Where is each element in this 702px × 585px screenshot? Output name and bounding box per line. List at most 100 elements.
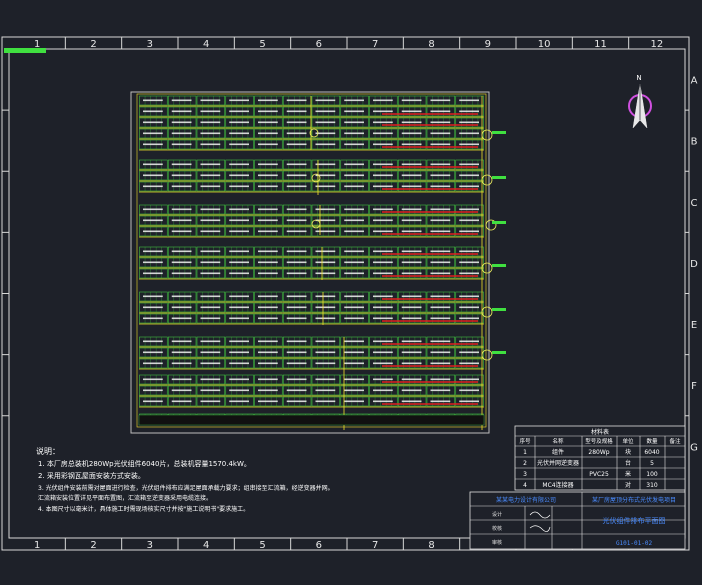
combiner-box-symbol bbox=[309, 128, 319, 138]
roof-outline bbox=[130, 91, 490, 434]
column-label-top: 6 bbox=[316, 39, 322, 50]
note-3b: 汇流箱安装位置详见平面布置图，汇流箱至逆变器采用电缆连接。 bbox=[38, 494, 212, 502]
material-table-cell: 4 bbox=[523, 482, 527, 489]
column-label-top: 10 bbox=[538, 39, 551, 50]
company-name: 某某电力设计有限公司 bbox=[496, 496, 556, 504]
column-label-bottom: 8 bbox=[428, 540, 434, 551]
material-table-cell: 米 bbox=[625, 470, 631, 478]
sign-design: 设计 bbox=[492, 511, 502, 518]
inverter-tag bbox=[492, 176, 506, 179]
module-row bbox=[139, 257, 484, 269]
module-row bbox=[139, 106, 484, 118]
material-table-title: 材料表 bbox=[591, 428, 609, 436]
material-table-cell: 280Wp bbox=[588, 449, 609, 456]
material-table-cell: 块 bbox=[625, 448, 631, 456]
combiner-box-symbol bbox=[481, 174, 493, 186]
note-1: 1. 本厂房总装机280Wp光伏组件6040片，总装机容量1570.4kW。 bbox=[38, 459, 251, 468]
row-label: G bbox=[690, 442, 698, 453]
material-table-cell: 2 bbox=[523, 460, 527, 467]
module-row bbox=[139, 385, 484, 397]
module-row bbox=[139, 313, 484, 325]
material-table-header: 型号及规格 bbox=[585, 437, 613, 445]
column-label-top: 4 bbox=[203, 39, 209, 50]
pv-module-array bbox=[136, 93, 506, 430]
material-table-cell: 1 bbox=[523, 449, 527, 456]
design-notes: 说明： 1. 本厂房总装机280Wp光伏组件6040片，总装机容量1570.4k… bbox=[36, 446, 334, 513]
column-label-top: 12 bbox=[650, 39, 663, 50]
column-label-bottom: 5 bbox=[259, 540, 265, 551]
material-table-header: 名称 bbox=[552, 437, 564, 445]
north-compass: N bbox=[628, 74, 652, 129]
module-row bbox=[139, 181, 484, 193]
column-label-top: 5 bbox=[259, 39, 265, 50]
module-row bbox=[139, 128, 484, 140]
row-label: E bbox=[691, 320, 697, 331]
module-row bbox=[139, 226, 484, 238]
array-boundary bbox=[136, 93, 487, 428]
module-row bbox=[139, 246, 484, 258]
material-table-cell: 6040 bbox=[644, 449, 659, 456]
material-table-cell: 组件 bbox=[552, 448, 564, 456]
column-label-top: 3 bbox=[147, 39, 153, 50]
note-4: 4. 本图尺寸以毫米计，具体施工时需现场核实尺寸并按"施工说明书"要求施工。 bbox=[38, 505, 249, 513]
column-label-bottom: 4 bbox=[203, 540, 209, 551]
material-table-cell: 对 bbox=[625, 481, 631, 489]
module-row bbox=[139, 215, 484, 227]
material-table-cell: 5 bbox=[650, 460, 654, 467]
material-table-header: 数量 bbox=[646, 437, 658, 445]
sign-review: 审核 bbox=[492, 539, 502, 546]
material-table-header: 单位 bbox=[622, 437, 634, 445]
compass-label: N bbox=[636, 74, 641, 82]
inverter-tag bbox=[492, 131, 506, 134]
bottom-row-strip bbox=[138, 414, 485, 426]
combiner-box-symbol bbox=[485, 219, 497, 231]
column-label-bottom: 7 bbox=[372, 540, 378, 551]
module-row bbox=[139, 159, 484, 171]
row-label: B bbox=[691, 137, 698, 148]
combiner-box-symbol bbox=[481, 129, 493, 141]
column-label-bottom: 1 bbox=[34, 540, 40, 551]
module-row bbox=[139, 204, 484, 216]
inverter-tag bbox=[492, 264, 506, 267]
column-label-bottom: 3 bbox=[147, 540, 153, 551]
module-row bbox=[139, 347, 484, 359]
column-label-bottom: 6 bbox=[316, 540, 322, 551]
corner-tag bbox=[4, 48, 46, 53]
sign-check: 校核 bbox=[492, 525, 502, 532]
combiner-box-symbol bbox=[481, 262, 493, 274]
combiner-box-symbol bbox=[311, 219, 321, 229]
module-row bbox=[139, 170, 484, 182]
module-row bbox=[139, 358, 484, 370]
material-table-header: 备注 bbox=[669, 437, 681, 445]
module-row bbox=[139, 268, 484, 280]
row-label: F bbox=[691, 381, 697, 392]
material-table-cell: PVC25 bbox=[589, 471, 609, 478]
row-label: D bbox=[690, 259, 698, 270]
combiner-box-symbol bbox=[311, 173, 321, 183]
column-label-top: 1 bbox=[34, 39, 40, 50]
material-table-cell: 100 bbox=[646, 471, 658, 478]
combiner-box-symbol bbox=[481, 349, 493, 361]
material-table-cell: 光伏并网逆变器 bbox=[537, 459, 579, 467]
notes-heading: 说明： bbox=[36, 446, 60, 456]
module-row bbox=[139, 396, 484, 408]
material-table-cell: MC4连接器 bbox=[542, 481, 573, 489]
module-row bbox=[139, 374, 484, 386]
drawing-number: G101-01-02 bbox=[616, 540, 653, 547]
column-label-top: 11 bbox=[594, 39, 607, 50]
column-label-bottom: 2 bbox=[90, 540, 96, 551]
material-table-cell: 3 bbox=[523, 471, 527, 478]
signature-scribble bbox=[529, 511, 551, 532]
module-row bbox=[139, 139, 484, 151]
row-label: C bbox=[691, 198, 698, 209]
title-block: 某某电力设计有限公司 某厂房屋顶分布式光伏发电项目 光伏组件排布平面图 G101… bbox=[469, 491, 686, 550]
inverter-tag bbox=[492, 351, 506, 354]
material-table-cell: 台 bbox=[625, 459, 631, 467]
drawing-title: 光伏组件排布平面图 bbox=[603, 516, 666, 525]
inverter-tag bbox=[492, 308, 506, 311]
module-row bbox=[139, 117, 484, 129]
